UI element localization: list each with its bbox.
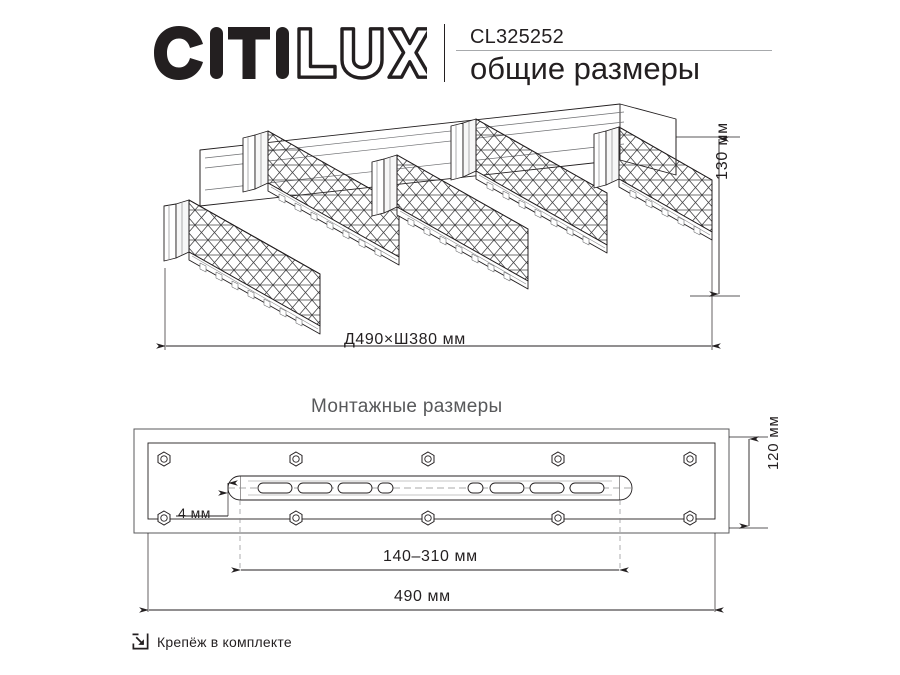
dimension-label-height: 130 мм [714, 122, 731, 180]
header-vertical-divider [444, 24, 445, 82]
mounting-bar [227, 475, 633, 501]
crystal-panel-4 [450, 118, 608, 254]
page-title: общие размеры [470, 51, 701, 86]
crystal-panel-3 [371, 154, 529, 290]
main-view-dimensions [156, 136, 740, 350]
crystal-panel-1 [163, 199, 321, 335]
crystal-panel-2 [242, 130, 400, 266]
dimension-label-width: Д490×Ш380 мм [344, 331, 466, 348]
page-header: CL325252 общие размеры [0, 0, 900, 100]
mounting-section-title: Монтажные размеры [311, 396, 503, 417]
dimension-label-thickness: 4 мм [178, 505, 211, 521]
hex-bolt-row-top [157, 451, 697, 467]
hex-bolt-row-bottom [157, 510, 697, 526]
dim-depth-120 [729, 436, 768, 529]
header-horizontal-divider [456, 50, 772, 51]
dimension-label-depth: 120 мм [765, 415, 782, 470]
hardware-included-text: Крепёж в комплекте [157, 633, 292, 650]
hardware-included-note: Крепёж в комплекте [131, 632, 292, 651]
lamp-illustration [163, 103, 713, 335]
dimension-label-total: 490 мм [394, 588, 451, 605]
product-code: CL325252 [470, 26, 564, 48]
dimension-label-range: 140–310 мм [383, 548, 478, 565]
included-arrow-box-icon [132, 633, 149, 650]
mounting-plate-view [133, 428, 768, 613]
crystal-panel-5 [593, 126, 713, 241]
citilux-logo [152, 24, 427, 82]
